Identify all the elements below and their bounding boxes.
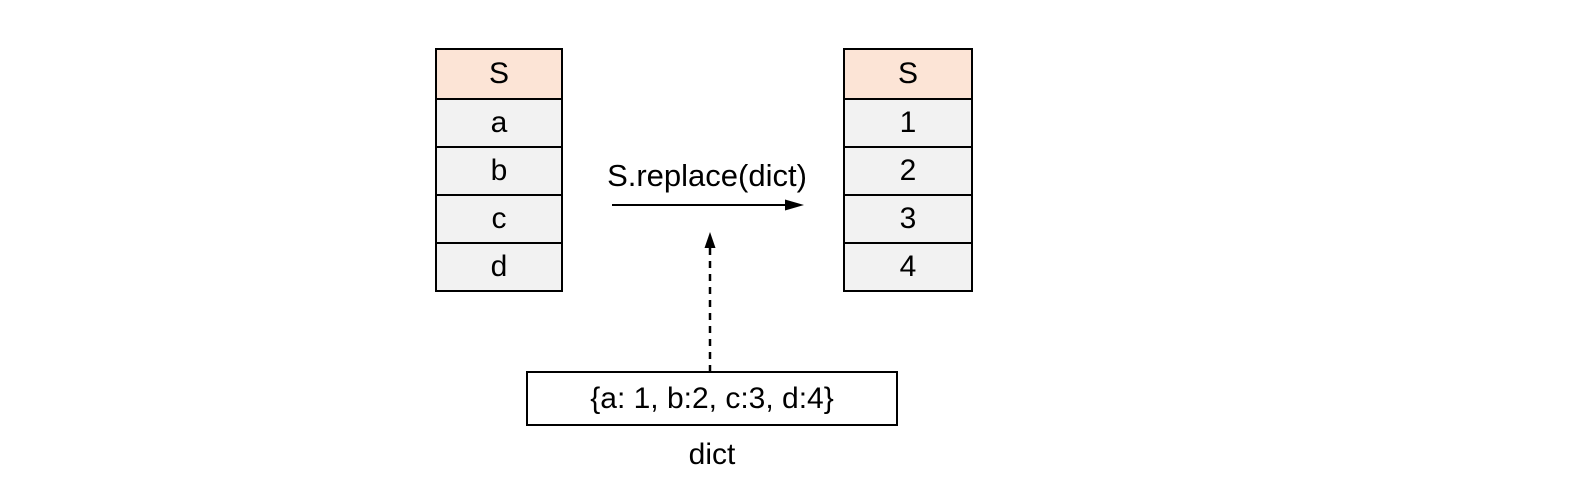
table-cell: d [435, 242, 563, 292]
table-cell: 1 [843, 98, 973, 148]
table-cell: 4 [843, 242, 973, 292]
table-cell: 3 [843, 194, 973, 244]
table-cell: a [435, 98, 563, 148]
dict-box: {a: 1, b:2, c:3, d:4} [526, 371, 898, 426]
table-cell: c [435, 194, 563, 244]
up-dashed-arrow-icon [704, 232, 716, 372]
output-series-table: S 1 2 3 4 [843, 48, 973, 292]
right-arrow-icon [612, 199, 804, 211]
table-cell: b [435, 146, 563, 196]
input-series-table: S a b c d [435, 48, 563, 292]
output-series-header: S [843, 48, 973, 100]
input-series-header: S [435, 48, 563, 100]
operation-label: S.replace(dict) [607, 158, 807, 193]
table-cell: 2 [843, 146, 973, 196]
dict-box-text: {a: 1, b:2, c:3, d:4} [590, 381, 834, 415]
dict-label: dict [688, 438, 736, 471]
